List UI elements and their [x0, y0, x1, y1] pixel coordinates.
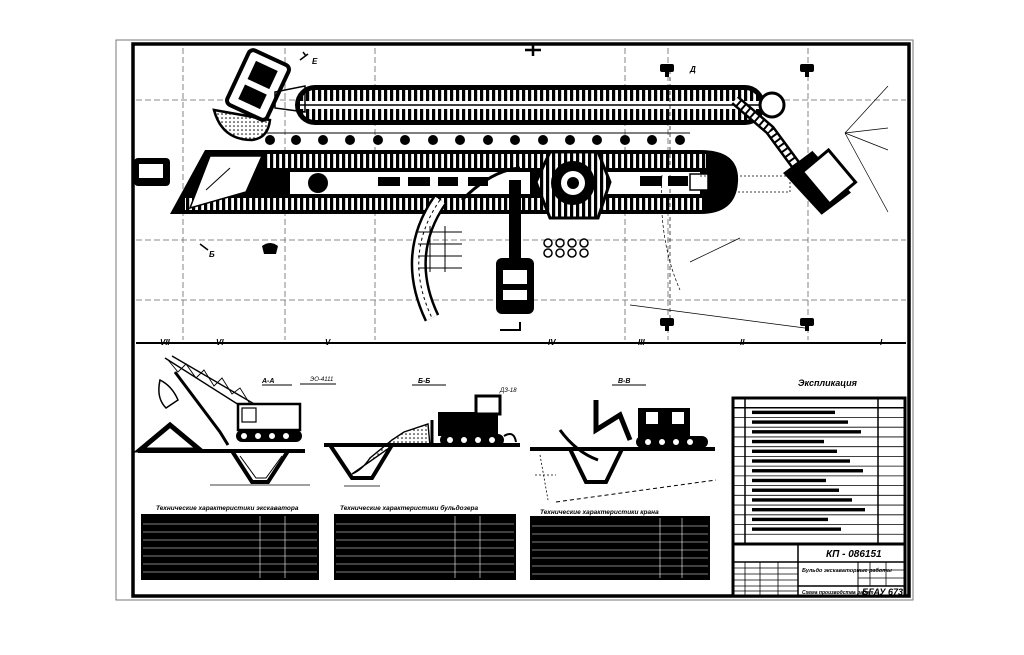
table-excavator: Технические характеристики экскаватора	[141, 505, 319, 580]
view-mark-b: Б	[209, 250, 215, 259]
section-v-label: В-В	[618, 378, 630, 385]
spec-row-text-mark	[752, 517, 828, 522]
title-block: КП - 086151 Бульдо экскаваторные работы …	[731, 542, 907, 598]
table-crane-title: Технические характеристики крана	[540, 509, 659, 516]
drawing-code: КП - 086151	[826, 549, 882, 560]
zone-label-VII: VII	[160, 338, 171, 347]
specification-table: Экспликация	[731, 378, 907, 546]
roller-row	[265, 132, 690, 145]
top-marker	[525, 44, 541, 56]
spec-row-text-mark	[752, 420, 848, 424]
zone-label-IV: IV	[548, 338, 556, 347]
spec-row-text-mark	[752, 498, 852, 502]
view-mark-e: Е	[312, 57, 318, 66]
survey-lines	[629, 70, 889, 329]
view-mark-d: Д	[689, 65, 696, 74]
zone-label-VI: VI	[216, 338, 224, 347]
section-a-label: A-A	[261, 378, 274, 385]
spec-row-text-mark	[752, 430, 861, 434]
section-b-label: Б-Б	[418, 378, 430, 385]
spec-row-text-mark	[752, 478, 826, 483]
inner-frame	[131, 42, 911, 598]
project-name: Бульдо экскаваторные работы	[802, 567, 892, 574]
excavator-model-label: ЭО-4111	[310, 377, 333, 383]
table-excavator-title: Технические характеристики экскаватора	[156, 505, 299, 512]
zone-label-V: V	[325, 338, 331, 347]
spec-row-text-mark	[752, 449, 837, 453]
spec-row-text-mark	[752, 410, 835, 415]
section-v-v: В-В	[530, 378, 717, 503]
zone-label-I: I	[880, 338, 883, 347]
table-bulldozer-title: Технические характеристики бульдозера	[340, 504, 478, 512]
zone-label-II: II	[740, 338, 745, 347]
spec-title: Экспликация	[798, 378, 858, 388]
spec-row-text-mark	[752, 488, 839, 492]
organization: БГАУ 673	[862, 587, 903, 597]
spec-row-text-mark	[752, 507, 865, 512]
dump-truck-top	[212, 48, 306, 142]
spec-row-text-mark	[752, 527, 841, 531]
curved-feeder	[410, 166, 521, 322]
benchmarks	[660, 64, 814, 331]
table-crane: Технические характеристики крана	[530, 509, 710, 580]
excavator-plan	[700, 95, 858, 215]
main-conveyor	[170, 150, 739, 214]
rotary-hopper	[534, 150, 612, 220]
table-bulldozer: Технические характеристики бульдозера	[334, 504, 516, 580]
sheet-name: Схема производства работ	[802, 589, 874, 596]
section-a-a: A-A ЭО-4111	[133, 355, 336, 486]
bulldozer-model-label: ДЗ-18	[499, 388, 517, 394]
spec-row-text-mark	[752, 459, 850, 463]
crane-plan	[496, 180, 534, 331]
truck-left	[134, 158, 170, 186]
spec-row-text-mark	[752, 469, 863, 473]
spec-row-text-mark	[752, 439, 824, 444]
pit-marker	[262, 243, 278, 254]
slings	[543, 238, 589, 258]
site-plan: VII VI V IV III II I	[134, 44, 906, 347]
upper-conveyor	[295, 85, 786, 125]
section-b-b: Б-Б ДЗ-18	[324, 378, 520, 487]
zone-label-III: III	[638, 338, 645, 347]
